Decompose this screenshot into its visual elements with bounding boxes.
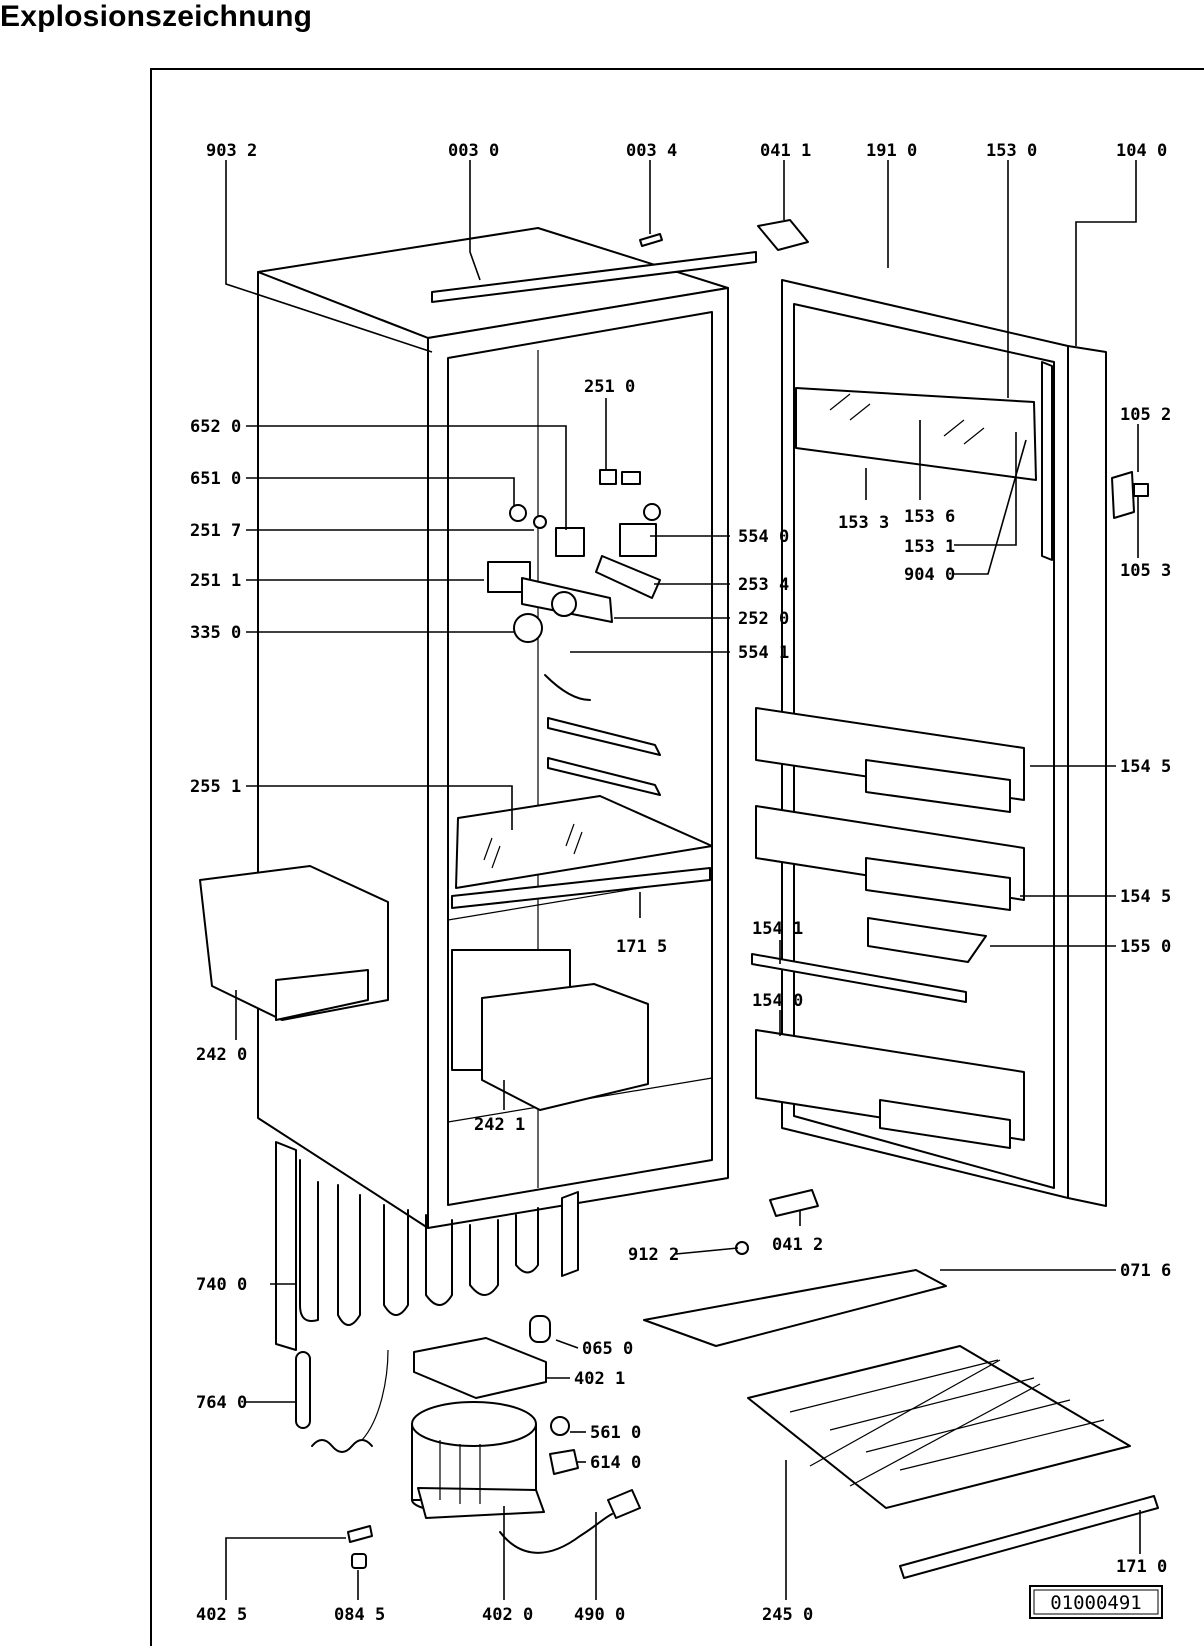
label-154-0: 154 0 [752,991,803,1011]
bottle-retainer [751,953,967,1003]
base-plate [643,1269,947,1347]
part-labels: 903 2 003 0 003 4 041 1 191 0 153 0 104 … [190,141,1171,1625]
door-shelf-top [755,707,1025,813]
label-153-6: 153 6 [904,507,955,527]
label-251-0: 251 0 [584,377,635,397]
door-shelf-bottom [755,1029,1025,1149]
label-242-1: 242 1 [474,1115,525,1135]
label-252-0: 252 0 [738,609,789,629]
label-402-0: 402 0 [482,1605,533,1625]
clip-part [639,233,663,247]
power-cable [499,1489,641,1554]
label-155-0: 155 0 [1120,937,1171,957]
label-740-0: 740 0 [196,1275,247,1295]
label-003-4: 003 4 [626,141,677,161]
label-154-5-top: 154 5 [1120,757,1171,777]
label-191-0: 191 0 [866,141,917,161]
document-number: 01000491 [1050,1592,1142,1614]
top-cover-strip [431,251,757,303]
label-154-5-middle: 154 5 [1120,887,1171,907]
page-title: Explosionszeichnung [0,0,313,33]
label-490-0: 490 0 [574,1605,625,1625]
compressor-mount [413,1337,547,1399]
label-561-0: 561 0 [590,1423,641,1443]
label-105-3: 105 3 [1120,561,1171,581]
grommet-part [529,1315,551,1343]
label-255-1: 255 1 [190,777,241,797]
shelf-edge-strip [451,867,711,909]
label-153-0: 153 0 [986,141,1037,161]
label-554-0: 554 0 [738,527,789,547]
overload-part [549,1449,579,1475]
label-335-0: 335 0 [190,623,241,643]
label-912-2: 912 2 [628,1245,679,1265]
wire-shelf [747,1345,1131,1509]
drawing-frame [150,68,1204,1646]
document-number-box: 01000491 [1029,1585,1163,1619]
label-402-1: 402 1 [574,1369,625,1389]
foot-part [351,1553,367,1569]
crisper-drawer [451,949,649,1111]
label-245-0: 245 0 [762,1605,813,1625]
label-251-7: 251 7 [190,521,241,541]
label-104-0: 104 0 [1116,141,1167,161]
label-651-0: 651 0 [190,469,241,489]
thermostat-assembly [487,469,661,643]
glass-shelf [455,795,713,889]
front-strip [899,1495,1159,1579]
label-554-1: 554 1 [738,643,789,663]
label-084-5: 084 5 [334,1605,385,1625]
hinge-bracket-top [757,219,809,251]
butter-compartment [795,387,1037,481]
door-shelf-middle [755,805,1025,911]
label-154-1: 154 1 [752,919,803,939]
filter-drier [295,1349,389,1453]
hinge-bracket-bottom [769,1189,819,1217]
label-903-2: 903 2 [206,141,257,161]
label-251-1: 251 1 [190,571,241,591]
label-402-5: 402 5 [196,1605,247,1625]
label-065-0: 065 0 [582,1339,633,1359]
compressor [411,1401,545,1519]
label-253-4: 253 4 [738,575,789,595]
condenser [275,1141,579,1351]
label-041-2: 041 2 [772,1235,823,1255]
label-614-0: 614 0 [590,1453,641,1473]
label-105-2: 105 2 [1120,405,1171,425]
door-hinge-right [1111,471,1149,519]
leader-lines [225,160,1141,1600]
relay-part [550,1416,570,1436]
label-041-1: 041 1 [760,141,811,161]
label-071-6: 071 6 [1120,1261,1171,1281]
egg-tray [867,917,987,963]
label-171-5: 171 5 [616,937,667,957]
label-242-0: 242 0 [196,1045,247,1065]
label-652-0: 652 0 [190,417,241,437]
label-764-0: 764 0 [196,1393,247,1413]
label-904-0: 904 0 [904,565,955,585]
label-171-0: 171 0 [1116,1557,1167,1577]
label-003-0: 003 0 [448,141,499,161]
vegetable-drawer [199,865,389,1021]
label-153-1: 153 1 [904,537,955,557]
shelf-rails [544,674,661,796]
label-153-3: 153 3 [838,513,889,533]
bracket-clip [347,1525,373,1543]
